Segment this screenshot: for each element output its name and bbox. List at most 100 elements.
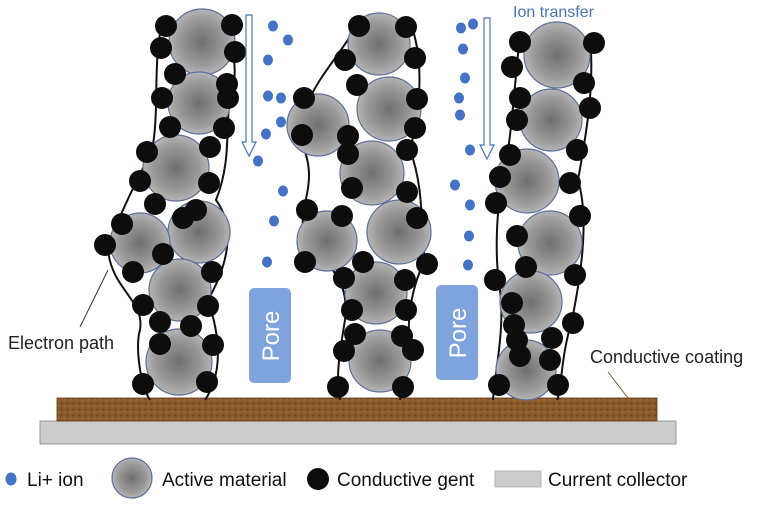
ion-transfer-arrow-left [241, 14, 257, 158]
pore-right: Pore [436, 285, 478, 380]
conductive-agent-dot [172, 207, 194, 229]
li-ion [269, 215, 279, 227]
conductive-agent-dot [150, 37, 172, 59]
conductive-agent-dot [506, 109, 528, 131]
li-ion [464, 230, 474, 242]
conductive-agent-dot [395, 16, 417, 38]
conductive-agent-dot [341, 299, 363, 321]
legend: Li+ ion Active material Conductive gent … [5, 457, 688, 499]
electron-path-line [204, 19, 236, 401]
active-material-particle [148, 258, 212, 322]
conductive-agent-dot [573, 72, 595, 94]
conductive-agent-dot [509, 31, 531, 53]
conductive-agent-dot [566, 139, 588, 161]
conductive-agent-dot [337, 143, 359, 165]
conductive-agent-dot [221, 14, 243, 36]
legend-active-swatch [111, 457, 153, 499]
li-ion [278, 185, 288, 197]
conductive-agent-dot [144, 193, 166, 215]
ion-transfer-label: Ion transfer [513, 4, 595, 21]
conductive-agent-dot [155, 15, 177, 37]
legend-conductive-label: Conductive gent [337, 470, 475, 491]
conductive-agent-dot [579, 97, 601, 119]
conductive-agent-dot [296, 199, 318, 221]
conductive-agent-dot [213, 117, 235, 139]
conductive-agent-dot [395, 299, 417, 321]
conductive-agent-dot [406, 207, 428, 229]
conductive-agent-dot [352, 251, 374, 273]
conductive-agent-dot [515, 256, 537, 278]
conductive-agent-dot [404, 47, 426, 69]
conductive-agent-dot [506, 225, 528, 247]
conductive-agent-dot [159, 116, 181, 138]
conductive-agent-dot [224, 41, 246, 63]
conductive-agent-dot [149, 333, 171, 355]
conductive-agent-dot [111, 213, 133, 235]
legend-conductive-swatch [307, 468, 329, 490]
current-collector [39, 420, 677, 445]
conductive-agent-dot [583, 32, 605, 54]
conductive-agent-dot [202, 334, 224, 356]
conductive-agent-dot [489, 166, 511, 188]
legend-ion-label: Li+ ion [27, 470, 84, 491]
conductive-coating-pointer [607, 371, 629, 399]
conductive-agent-dot [333, 340, 355, 362]
legend-ion-swatch [5, 472, 17, 486]
conductive-agent-dot [406, 88, 428, 110]
electron-path-label: Electron path [8, 333, 114, 353]
conductive-agent-dot [199, 136, 221, 158]
li-ions [253, 18, 478, 271]
conductive-agent-dot [136, 141, 158, 163]
conductive-agent-dot [327, 376, 349, 398]
li-ion [460, 72, 470, 84]
conductive-agent-dot [334, 49, 356, 71]
conductive-agent-dot [122, 261, 144, 283]
conductive-agent-dot [396, 181, 418, 203]
conductive-agent-dot [331, 205, 353, 227]
legend-collector-label: Current collector [548, 470, 688, 491]
legend-collector-swatch [494, 470, 542, 488]
conductive-agent-dot [344, 323, 366, 345]
conductive-agent-dot [509, 87, 531, 109]
conductive-agent-dot [501, 56, 523, 78]
li-ion [455, 109, 465, 121]
conductive-agent-dot [333, 267, 355, 289]
conductive-agent-dot [539, 349, 561, 371]
conductive-agent-dot [346, 74, 368, 96]
pore-left: Pore [249, 288, 291, 383]
active-material-particle [523, 21, 591, 89]
conductive-agent-dot [559, 172, 581, 194]
conductive-agent-dot [196, 371, 218, 393]
li-ion [262, 256, 272, 268]
conductive-agent-dot [294, 251, 316, 273]
conductive-agent-dot [348, 15, 370, 37]
conductive-agent-dot [180, 315, 202, 337]
conductive-agent-dot [293, 87, 315, 109]
conductive-agent-dot [132, 294, 154, 316]
pore-left-label: Pore [258, 311, 285, 362]
conductive-agent-dot [484, 269, 506, 291]
conductive-agent-dot [488, 374, 510, 396]
conductive-agent-dot [341, 177, 363, 199]
ion-transfer-arrow-right [479, 17, 495, 161]
conductive-agent-dot [541, 327, 563, 349]
conductive-agent-dot [129, 170, 151, 192]
conductive-coating-label: Conductive coating [590, 347, 743, 367]
conductive-agent-dot [197, 295, 219, 317]
legend-active-label: Active material [162, 470, 287, 491]
li-ion [465, 144, 475, 156]
li-ion [276, 92, 286, 104]
conductive-agent-dot [291, 124, 313, 146]
li-ion [263, 90, 273, 102]
conductive-agent-dot [509, 345, 531, 367]
conductive-agent-dot [394, 269, 416, 291]
li-ion [465, 199, 475, 211]
conductive-agent-dot [152, 243, 174, 265]
active-material-particle [348, 329, 412, 393]
conductive-agent-dot [404, 117, 426, 139]
conductive-agent-dot [337, 125, 359, 147]
li-ion [454, 92, 464, 104]
conductive-agent-dot [198, 172, 220, 194]
conductive-agent-dot [149, 311, 171, 333]
